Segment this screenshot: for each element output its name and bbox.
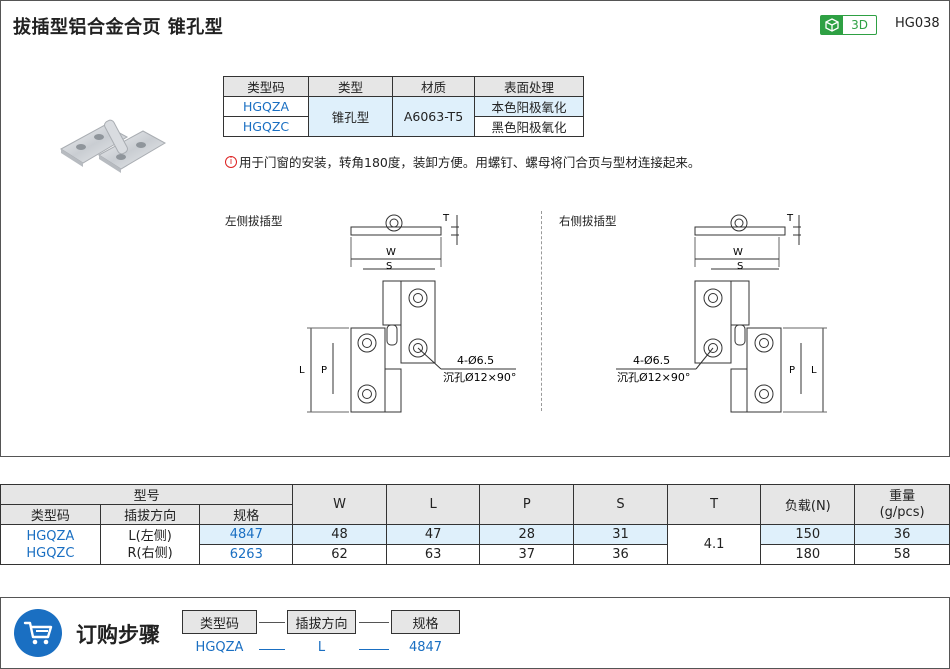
- type-code-cell: HGQZA HGQZC: [0, 524, 101, 565]
- weight-cell: 58: [854, 544, 950, 565]
- step-spec: 规格: [391, 610, 460, 634]
- counterbore-label: 沉孔Ø12×90°: [617, 371, 690, 384]
- spec-cell: 6263: [199, 544, 294, 565]
- drawing-divider: [541, 211, 542, 411]
- usage-note: i 用于门窗的安装，转角180度，装卸方便。用螺钉、螺母将门合页与型材连接起来。: [225, 152, 700, 171]
- col-header-w: W: [292, 484, 387, 525]
- hole-spec-label: 4-Ø6.5: [457, 354, 494, 367]
- order-title: 订购步骤: [76, 623, 160, 647]
- model-group-header: 型号: [0, 484, 294, 505]
- dim-l-label: L: [811, 365, 817, 376]
- hinge-photo: [60, 119, 167, 173]
- table-row: 6263 62 63 37 36 180 58: [1, 544, 950, 565]
- step-connector: [259, 649, 285, 650]
- cube-icon: [821, 16, 843, 34]
- step-spec-value: 4847: [408, 640, 443, 655]
- s-cell: 36: [573, 544, 668, 565]
- type-code-cell: HGQZC: [223, 116, 309, 137]
- p-cell: 37: [479, 544, 575, 565]
- material-cell: A6063-T5: [392, 96, 475, 137]
- col-header-load: 负载(N): [760, 484, 856, 525]
- left-hinge-drawing: T W S L P 4-Ø6.5 沉孔Ø12×90°: [299, 213, 516, 413]
- w-cell: 48: [292, 524, 387, 545]
- spec-table: 型号 W L P S T 负载(N) 重量 (g/pcs) 类型码 插拔方向 规…: [0, 484, 950, 565]
- col-header-type-code: 类型码: [0, 504, 101, 525]
- product-panel: 拔插型铝合金合页 锥孔型 3D HG038 类型码 类型 材质 表面处理: [0, 0, 950, 457]
- step-direction: 插拔方向: [287, 610, 356, 634]
- col-header-direction: 插拔方向: [99, 504, 201, 525]
- dim-w-label: W: [386, 247, 396, 258]
- direction-value: R(右侧): [127, 545, 173, 561]
- col-header-spec: 规格: [199, 504, 294, 525]
- counterbore-label: 沉孔Ø12×90°: [443, 371, 516, 384]
- type-code-cell: HGQZA: [223, 96, 309, 117]
- col-header-l: L: [385, 484, 481, 525]
- col-header-s: S: [573, 484, 668, 525]
- left-drawing-title: 左侧拔插型: [225, 214, 283, 228]
- step-connector: [259, 622, 285, 623]
- s-cell: 31: [573, 524, 668, 545]
- l-cell: 47: [385, 524, 481, 545]
- dim-w-label: W: [733, 247, 743, 258]
- dim-p-label: P: [789, 365, 795, 376]
- type-code-value: HGQZA: [26, 528, 75, 544]
- dim-t-label: T: [442, 213, 450, 224]
- material-table: 类型码 类型 材质 表面处理 HGQZA 锥孔型 A6063-T5 本色阳极氧化…: [223, 76, 584, 137]
- 3d-label: 3D: [851, 18, 868, 32]
- w-cell: 62: [292, 544, 387, 565]
- usage-note-text: 用于门窗的安装，转角180度，装卸方便。用螺钉、螺母将门合页与型材连接起来。: [239, 155, 701, 170]
- finish-cell: 本色阳极氧化: [474, 96, 584, 117]
- col-header: 类型码: [223, 76, 309, 97]
- direction-value: L(左侧): [128, 528, 172, 544]
- spec-cell: 4847: [199, 524, 294, 545]
- weight-cell: 36: [854, 524, 950, 545]
- dim-t-label: T: [786, 213, 794, 224]
- dim-s-label: S: [737, 261, 743, 272]
- step-type-code-value: HGQZA: [195, 640, 244, 655]
- 3d-model-button[interactable]: 3D: [820, 15, 877, 35]
- direction-cell: L(左侧) R(右侧): [99, 524, 201, 565]
- step-direction-value: L: [317, 640, 326, 655]
- col-header-weight: 重量 (g/pcs): [854, 484, 950, 525]
- col-header: 类型: [308, 76, 393, 97]
- load-cell: 180: [760, 544, 856, 565]
- dim-l-label: L: [299, 365, 305, 376]
- dim-p-label: P: [321, 365, 327, 376]
- table-row: HGQZA HGQZC L(左侧) R(右侧) 4847 48 47 28 31…: [0, 524, 950, 565]
- type-cell: 锥孔型: [308, 96, 393, 137]
- info-icon: i: [225, 155, 237, 168]
- p-cell: 28: [479, 524, 575, 545]
- step-connector: [359, 649, 389, 650]
- col-header: 材质: [392, 76, 475, 97]
- hole-spec-label: 4-Ø6.5: [633, 354, 670, 367]
- dim-s-label: S: [386, 261, 392, 272]
- step-type-code: 类型码: [182, 610, 257, 634]
- page-title: 拔插型铝合金合页 锥孔型: [13, 17, 224, 38]
- type-code-value: HGQZC: [26, 545, 75, 561]
- product-code: HG038: [895, 16, 940, 31]
- step-connector: [359, 622, 389, 623]
- l-cell: 63: [385, 544, 481, 565]
- col-header-p: P: [479, 484, 575, 525]
- col-header-t: T: [666, 484, 762, 525]
- load-cell: 150: [760, 524, 856, 545]
- order-steps-panel: 订购步骤 类型码 插拔方向 规格 HGQZA L 4847: [0, 597, 950, 669]
- right-drawing-title: 右侧拔插型: [559, 214, 617, 228]
- right-hinge-drawing: T W S L P 4-Ø6.5 沉孔Ø12×90°: [616, 213, 827, 413]
- finish-cell: 黑色阳极氧化: [474, 116, 584, 137]
- cart-icon: [14, 609, 62, 657]
- col-header: 表面处理: [474, 76, 584, 97]
- t-cell: 4.1: [666, 524, 762, 565]
